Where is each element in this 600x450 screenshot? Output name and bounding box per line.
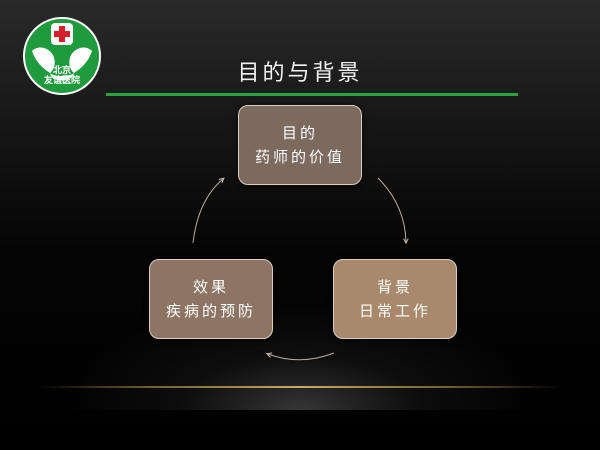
cycle-box-effect: 效果 疾病的预防 <box>149 259 273 339</box>
cycle-box-effect-text: 疾病的预防 <box>165 302 256 320</box>
cycle-box-background: 背景 日常工作 <box>333 259 457 339</box>
cycle-box-effect-heading: 效果 <box>192 278 229 296</box>
logo-emblem-icon <box>23 17 101 95</box>
logo-text-line2: 友谊医院 <box>43 76 80 86</box>
cycle-box-background-heading: 背景 <box>376 278 413 296</box>
arrow-top-to-right <box>377 177 406 242</box>
arrow-right-to-left <box>268 352 335 361</box>
floor-line <box>40 386 560 388</box>
floor-glow <box>60 300 540 410</box>
hospital-logo: 北京 友谊医院 <box>22 17 102 95</box>
cycle-box-purpose: 目的 药师的价值 <box>238 105 362 185</box>
slide-title: 目的与背景 <box>237 61 363 86</box>
cycle-box-background-text: 日常工作 <box>358 302 431 320</box>
cycle-box-purpose-text: 药师的价值 <box>254 148 345 166</box>
title-underline <box>106 93 518 96</box>
cycle-box-purpose-heading: 目的 <box>281 124 318 142</box>
logo-text-line1: 北京 <box>52 66 71 76</box>
arrow-left-to-top <box>192 179 223 244</box>
